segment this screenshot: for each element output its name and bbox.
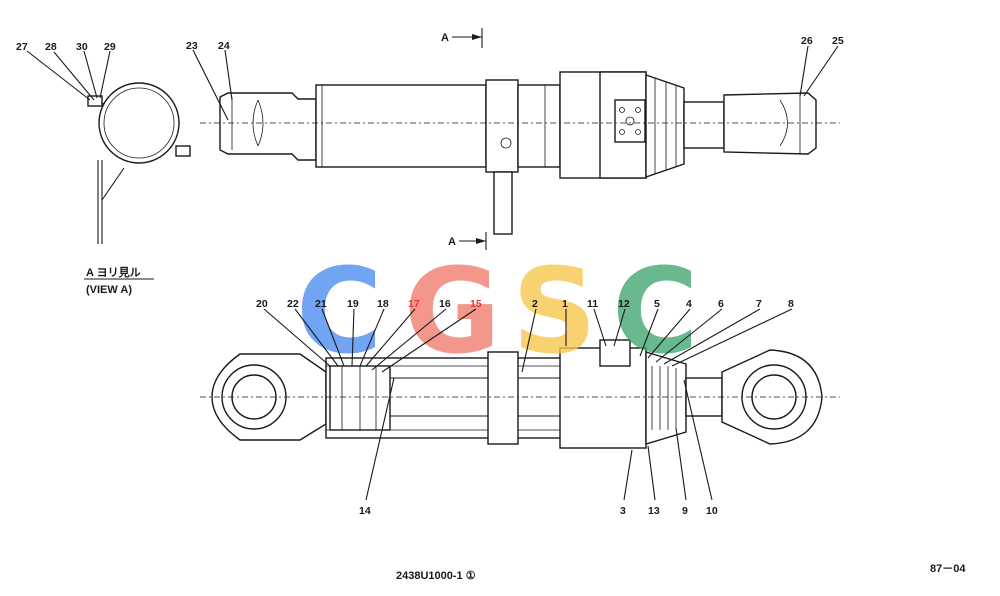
- leader-lines: [26, 45, 839, 501]
- drawing-number: 2438U1000-1 ①: [396, 570, 476, 582]
- part-label-3: 3: [620, 505, 626, 517]
- part-label-5: 5: [654, 298, 660, 310]
- part-label-28: 28: [45, 41, 57, 53]
- watermark-letter-1: C: [296, 242, 383, 380]
- part-label-2: 2: [532, 298, 538, 310]
- section-marker-label-bottom: A: [448, 236, 456, 248]
- part-label-14: 14: [359, 505, 371, 517]
- part-label-8: 8: [788, 298, 794, 310]
- part-label-16: 16: [439, 298, 451, 310]
- part-label-1: 1: [562, 298, 568, 310]
- part-label-13: 13: [648, 505, 660, 517]
- part-label-24: 24: [218, 40, 230, 52]
- bottom-cylinder-section: [200, 339, 840, 449]
- watermark-letter-3: S: [512, 242, 597, 380]
- part-label-25: 25: [832, 35, 844, 47]
- part-label-23: 23: [186, 40, 198, 52]
- top-cylinder-exterior: [200, 71, 840, 235]
- part-label-27: 27: [16, 41, 28, 53]
- part-label-20: 20: [256, 298, 268, 310]
- part-label-15: 15: [470, 298, 482, 310]
- part-label-21: 21: [315, 298, 327, 310]
- part-label-7: 7: [756, 298, 762, 310]
- part-label-4: 4: [686, 298, 692, 310]
- view-a-label-en: (VIEW A): [86, 284, 132, 296]
- part-label-9: 9: [682, 505, 688, 517]
- page-reference: 87－04: [930, 563, 966, 575]
- part-label-10: 10: [706, 505, 718, 517]
- part-label-12: 12: [618, 298, 630, 310]
- part-label-19: 19: [347, 298, 359, 310]
- part-label-6: 6: [718, 298, 724, 310]
- part-number-labels: 27 28 30 29 23 24 26 25 20 22 21 19 18 1…: [16, 35, 844, 517]
- watermark-letter-2: G: [404, 242, 501, 380]
- watermark: C G S C: [296, 242, 699, 380]
- part-label-26: 26: [801, 35, 813, 47]
- section-marker-top: A: [441, 28, 483, 48]
- watermark-letter-4: C: [612, 242, 699, 380]
- part-label-30: 30: [76, 41, 88, 53]
- part-label-18: 18: [377, 298, 389, 310]
- part-label-22: 22: [287, 298, 299, 310]
- section-marker-bottom: A: [448, 232, 487, 250]
- part-label-29: 29: [104, 41, 116, 53]
- view-a-label-jp: A ヨリ見ル: [86, 266, 141, 279]
- part-label-17: 17: [408, 298, 420, 310]
- part-label-11: 11: [587, 298, 598, 310]
- section-marker-label-top: A: [441, 32, 449, 44]
- view-a-end-view: A ヨリ見ル (VIEW A): [84, 82, 191, 296]
